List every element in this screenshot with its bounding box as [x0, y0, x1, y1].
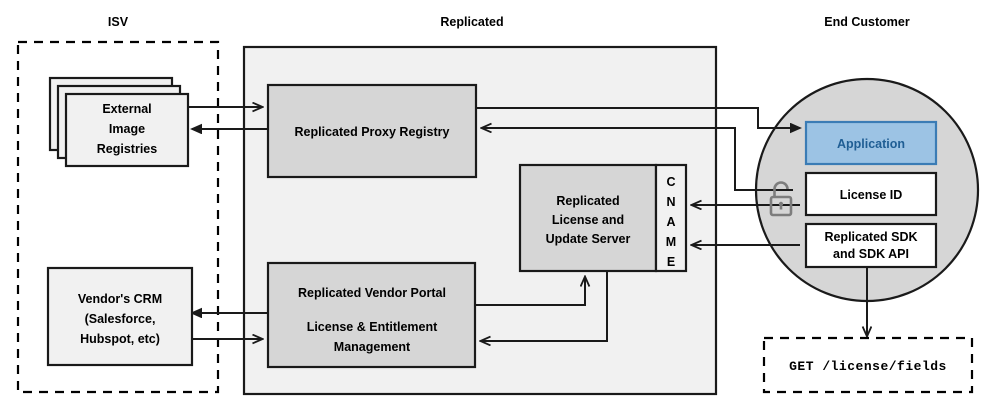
node-vendors-crm[interactable]: Vendor's CRM (Salesforce, Hubspot, etc): [46, 266, 194, 367]
node-external-image-registries[interactable]: External Image Registries: [48, 76, 190, 168]
vendors-crm-label-line3: Hubspot, etc): [80, 332, 160, 346]
license-server-label-line3: Update Server: [546, 232, 631, 246]
api-call-dashed-box: [762, 336, 974, 394]
node-cname[interactable]: C N A M E: [654, 163, 688, 273]
cname-letter-a: A: [666, 215, 675, 229]
registries-label-line2: Image: [109, 122, 145, 136]
connectors: [186, 107, 867, 341]
registries-label-line1: External: [102, 102, 151, 116]
registries-label-line3: Registries: [97, 142, 157, 156]
end-customer-group-label: End Customer: [824, 15, 910, 29]
proxy-registry-box: [266, 83, 478, 179]
vendors-crm-label-line1: Vendor's CRM: [78, 292, 162, 306]
license-server-label-line2: License and: [552, 213, 624, 227]
node-replicated-vendor-portal[interactable]: Replicated Vendor Portal License & Entit…: [266, 261, 477, 369]
edge-vendor-portal-to-license-server: [475, 277, 585, 306]
license-id-box: [804, 171, 938, 217]
node-license-id[interactable]: License ID: [804, 171, 938, 217]
vendors-crm-box: [46, 266, 194, 367]
cname-letter-e: E: [667, 255, 675, 269]
api-call-label: GET /license/fields: [789, 359, 947, 374]
registries-stack-front: [64, 92, 190, 168]
cname-letter-c: C: [666, 175, 675, 189]
edge-license-server-to-vendor-portal: [481, 271, 608, 341]
proxy-registry-label: Replicated Proxy Registry: [295, 125, 450, 139]
vendor-portal-label-line1: Replicated Vendor Portal: [298, 286, 446, 300]
license-server-label-line1: Replicated: [556, 194, 619, 208]
edge-proxy-to-application: [476, 107, 800, 128]
vendor-portal-label-line3: License & Entitlement: [307, 320, 438, 334]
cname-strip: [654, 163, 688, 273]
replicated-sdk-label-line2: and SDK API: [833, 247, 909, 261]
node-application[interactable]: Application: [804, 120, 938, 166]
vendor-portal-box: [266, 261, 477, 369]
unlocked-padlock-icon: [769, 181, 793, 217]
isv-dashed-boundary: [16, 40, 220, 394]
node-replicated-proxy-registry[interactable]: Replicated Proxy Registry: [266, 83, 478, 179]
cname-letter-m: M: [666, 235, 676, 249]
group-isv: ISV: [16, 15, 220, 394]
replicated-group-label: Replicated: [440, 15, 503, 29]
node-replicated-license-update-server[interactable]: Replicated License and Update Server: [518, 163, 658, 273]
license-id-label: License ID: [840, 188, 903, 202]
license-update-server-box: [518, 163, 658, 273]
vendors-crm-label-line2: (Salesforce,: [85, 312, 156, 326]
node-replicated-sdk[interactable]: Replicated SDK and SDK API: [804, 222, 938, 269]
replicated-sdk-label-line1: Replicated SDK: [824, 230, 917, 244]
node-api-call: GET /license/fields: [762, 336, 974, 394]
vendor-portal-label-line4: Management: [334, 340, 411, 354]
application-label: Application: [837, 137, 905, 151]
cname-letter-n: N: [666, 195, 675, 209]
isv-group-label: ISV: [108, 15, 129, 29]
edge-customer-to-proxy: [482, 128, 793, 191]
replicated-sdk-box: [804, 222, 938, 269]
application-box: [804, 120, 938, 166]
